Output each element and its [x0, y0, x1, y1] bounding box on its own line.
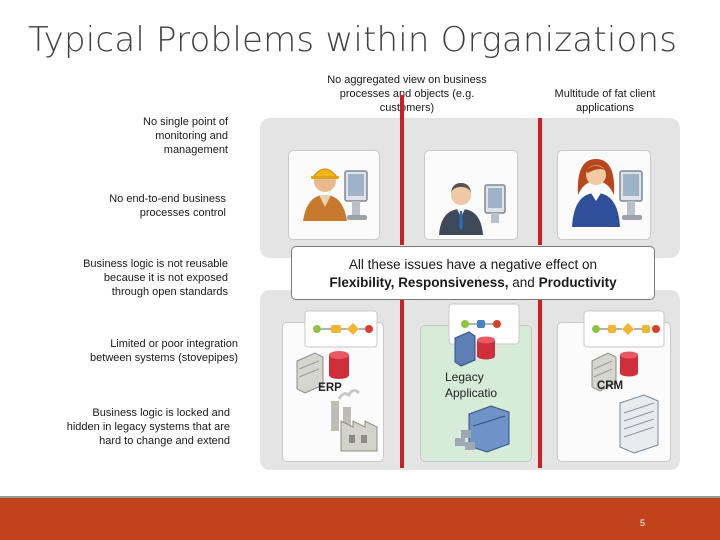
label-no-single-point: No single point of monitoring and manage… — [143, 116, 228, 156]
label-logic-not-reusable: Business logic is not reusable because i… — [83, 258, 228, 298]
factory-icon — [331, 388, 378, 452]
separator-line-2-bottom — [538, 300, 542, 468]
woman-computer-icon — [572, 159, 643, 227]
system-label-crm: CRM — [596, 380, 624, 392]
process-flow-icon — [583, 310, 665, 348]
database-icon — [329, 351, 349, 379]
database-icon — [477, 336, 495, 360]
system-label-legacy: Legacy Applicatio — [445, 370, 498, 400]
separator-line-1-top — [400, 95, 404, 245]
callout-and: and — [512, 275, 535, 290]
server-icon — [296, 352, 324, 394]
callout-flexibility: Flexibility, Responsiveness, — [329, 275, 509, 290]
footer-divider — [0, 496, 720, 498]
label-aggregated-view: No aggregated view on business processes… — [327, 74, 487, 114]
database-icon — [620, 351, 638, 377]
office-building-icon — [619, 394, 659, 454]
crm-illustration — [583, 310, 665, 454]
footer-bar — [0, 498, 720, 540]
system-label-erp: ERP — [318, 382, 342, 394]
callout-productivity: Productivity — [538, 275, 617, 290]
separator-line-1-bottom — [400, 300, 404, 468]
label-no-end-to-end: No end-to-end business processes control — [109, 193, 226, 219]
server-icon — [591, 352, 617, 392]
client-card-businessman — [424, 150, 518, 240]
server-icon — [454, 331, 476, 367]
worker-computer-icon — [303, 168, 368, 221]
client-card-worker — [288, 150, 380, 240]
separator-line-2-top — [538, 118, 542, 245]
system-card-erp — [282, 310, 384, 462]
system-card-crm — [557, 310, 671, 462]
label-logic-locked: Business logic is locked and hidden in l… — [66, 407, 230, 447]
legacy-illustration — [448, 303, 520, 453]
system-card-legacy — [420, 303, 532, 462]
page-number: 5 — [640, 518, 646, 528]
impact-callout: All these issues have a negative effect … — [291, 246, 655, 300]
client-card-woman — [557, 150, 651, 240]
label-poor-integration: Limited or poor integration between syst… — [90, 338, 238, 364]
mainframe-icon — [455, 405, 510, 453]
erp-illustration — [296, 310, 378, 452]
businessman-computer-icon — [439, 183, 506, 235]
callout-line1: All these issues have a negative effect … — [348, 257, 598, 272]
slide-title: Typical Problems within Organizations — [28, 20, 678, 60]
label-fat-client: Multitude of fat client applications — [554, 88, 656, 114]
callout-line2: Flexibility, Responsiveness, and Product… — [292, 274, 654, 292]
process-flow-icon — [304, 310, 378, 348]
